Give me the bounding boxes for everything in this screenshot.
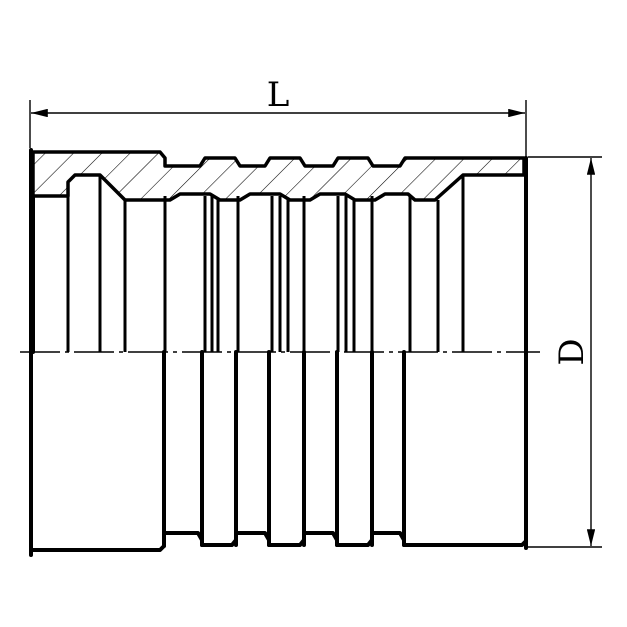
dimension-diameter: D bbox=[528, 156, 602, 548]
upper-bore-lines bbox=[31, 175, 465, 354]
dimension-label-diameter: D bbox=[552, 338, 592, 365]
section-hatched-wall bbox=[31, 150, 526, 202]
dimension-label-length: L bbox=[267, 75, 290, 115]
dimension-length: L bbox=[29, 75, 527, 160]
lower-outline-lines bbox=[162, 350, 406, 548]
